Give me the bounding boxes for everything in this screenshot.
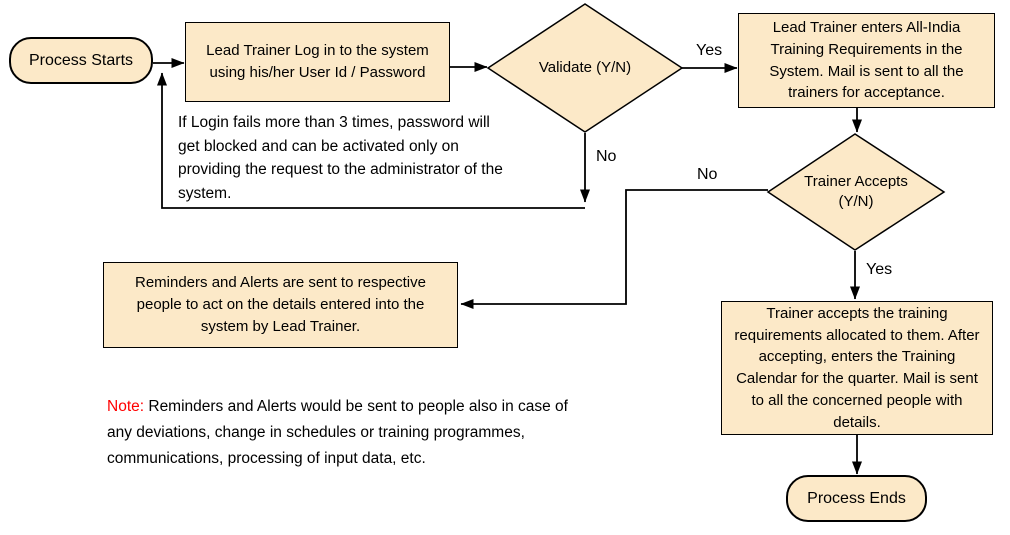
footer-note-prefix: Note: <box>107 398 145 415</box>
accept-and-calendar-node: Trainer accepts the training requirement… <box>721 301 993 435</box>
validate-yes-label: Yes <box>696 42 723 59</box>
enter-requirements-label: Lead Trainer enters All-India Training R… <box>769 19 964 102</box>
login-failure-annotation: If Login fails more than 3 times, passwo… <box>178 114 503 202</box>
validate-no-label: No <box>596 148 617 165</box>
footer-note: Note: Reminders and Alerts would be sent… <box>107 394 585 472</box>
login-node: Lead Trainer Log in to the system using … <box>185 22 450 102</box>
process-starts-node: Process Starts <box>9 37 153 84</box>
validate-decision-label-box: Validate (Y/N) <box>488 4 682 132</box>
reminders-label: Reminders and Alerts are sent to respect… <box>135 274 426 335</box>
trainer-accepts-yes-label: Yes <box>866 261 893 278</box>
validate-label: Validate (Y/N) <box>538 58 632 76</box>
trainer-accepts-no-label: No <box>697 166 718 183</box>
process-ends-node: Process Ends <box>786 475 927 522</box>
trainer-accepts-decision-label-box: Trainer Accepts (Y/N) <box>768 134 944 250</box>
footer-note-body: Reminders and Alerts would be sent to pe… <box>107 398 568 468</box>
process-ends-label: Process Ends <box>807 489 906 507</box>
validate-decision-shape <box>486 3 684 133</box>
login-label: Lead Trainer Log in to the system using … <box>206 42 429 81</box>
edge-no-loop-back-to-login <box>157 72 585 209</box>
reminders-node: Reminders and Alerts are sent to respect… <box>103 262 458 348</box>
trainer-accepts-label: Trainer Accepts (Y/N) <box>804 172 908 210</box>
accept-and-calendar-label: Trainer accepts the training requirement… <box>734 304 980 431</box>
edge-accepts-no-to-reminders <box>460 189 768 309</box>
process-starts-label: Process Starts <box>28 51 134 69</box>
enter-requirements-node: Lead Trainer enters All-India Training R… <box>738 13 995 108</box>
trainer-accepts-decision-shape <box>766 133 946 251</box>
